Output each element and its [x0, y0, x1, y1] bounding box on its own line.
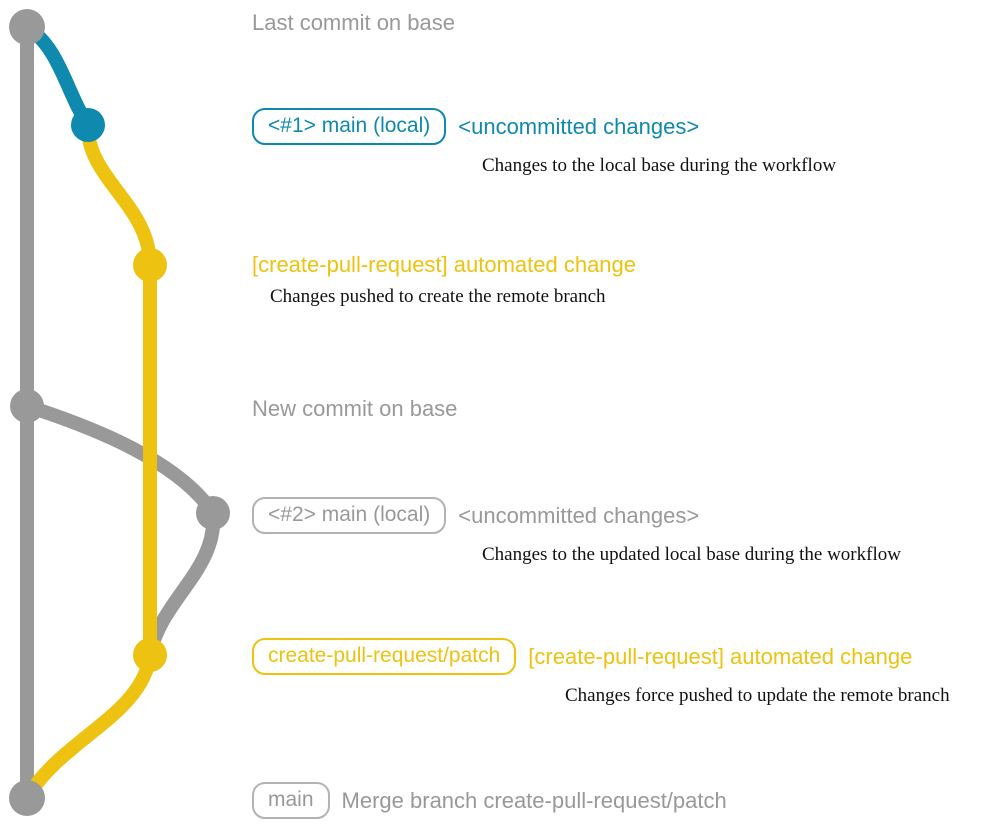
commit-subject: <uncommitted changes> [458, 502, 700, 528]
edge-base-to-local2 [20, 399, 220, 520]
node-remote-2[interactable] [133, 638, 167, 672]
commit-description: Changes pushed to create the remote bran… [270, 286, 606, 307]
commit-subject: Merge branch create-pull-request/patch [341, 787, 727, 813]
commit-subject: Last commit on base [252, 10, 455, 35]
commit-row-local-main-2: <#2> main (local) <uncommitted changes> … [252, 497, 901, 564]
commit-subject: New commit on base [252, 396, 458, 421]
commit-description: Changes force pushed to update the remot… [565, 685, 950, 706]
commit-row-new-commit-on-base: New commit on base [252, 398, 457, 420]
commit-row-automated-change-create: [create-pull-request] automated change C… [252, 252, 637, 307]
branch-badge-main[interactable]: main [252, 782, 330, 819]
node-base-new[interactable] [10, 389, 44, 423]
edge-local1-to-remote1 [80, 118, 157, 272]
commit-graph [9, 9, 230, 816]
commit-row-automated-change-update: create-pull-request/patch [create-pull-r… [252, 638, 950, 705]
commit-description: Changes to the local base during the wor… [482, 155, 837, 176]
branch-badge-local-main-2[interactable]: <#2> main (local) [252, 497, 447, 534]
commit-subject: [create-pull-request] automated change [252, 252, 637, 277]
commit-subject: [create-pull-request] automated change [528, 643, 913, 669]
branch-badge-local-main-1[interactable]: <#1> main (local) [252, 108, 447, 145]
node-local-2[interactable] [196, 496, 230, 530]
node-merge[interactable] [9, 780, 45, 816]
commit-row-local-main-1: <#1> main (local) <uncommitted changes> … [252, 108, 836, 175]
branch-badge-create-pull-request-patch[interactable]: create-pull-request/patch [252, 638, 517, 675]
commit-subject: <uncommitted changes> [458, 113, 700, 139]
commit-row-merge-commit: main Merge branch create-pull-request/pa… [252, 782, 727, 819]
node-base-top[interactable] [9, 9, 45, 45]
commit-description: Changes to the updated local base during… [482, 544, 901, 565]
node-remote-1[interactable] [133, 248, 167, 282]
commit-row-last-commit-on-base: Last commit on base [252, 12, 455, 34]
node-local-1[interactable] [71, 108, 105, 142]
edge-remote2-to-merge [20, 648, 157, 805]
